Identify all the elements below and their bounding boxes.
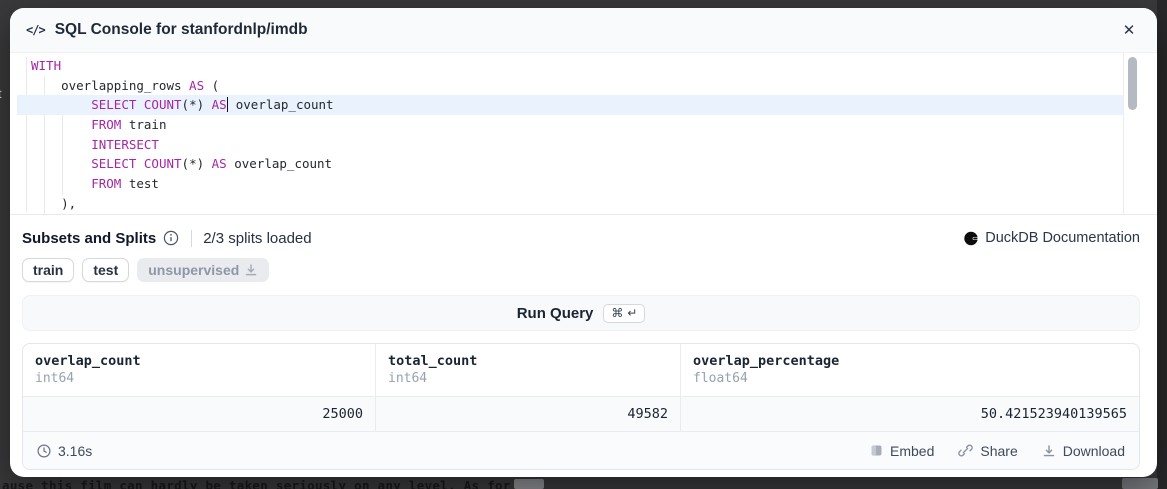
code-line[interactable]: ), [31, 195, 77, 211]
column-type: int64 [35, 371, 75, 386]
keyboard-shortcut-badge: ⌘ ↵ [603, 303, 646, 323]
editor-scrollbar-thumb[interactable] [1128, 57, 1137, 110]
download-button[interactable]: Download [1042, 443, 1125, 459]
code-icon: </> [26, 23, 46, 37]
embed-button[interactable]: Embed [870, 443, 934, 459]
run-query-button[interactable]: Run Query ⌘ ↵ [22, 295, 1140, 331]
results-footer: 3.16s Embed Share Download [23, 431, 1139, 469]
code-line[interactable]: overlapping_rows AS ( [31, 77, 220, 93]
subsets-row: Subsets and Splits 2/3 splits loaded Duc… [22, 226, 1140, 250]
page-scrollbar-area [1157, 0, 1167, 489]
split-tag-label: train [33, 262, 64, 278]
table-cell: 50.421523940139565 [980, 406, 1127, 422]
share-label: Share [980, 442, 1018, 459]
background-ui-fragment [1122, 478, 1158, 489]
split-tag-train[interactable]: train [22, 258, 75, 282]
table-cell: 49582 [376, 397, 681, 431]
duckdb-documentation-label: DuckDB Documentation [985, 230, 1140, 246]
info-icon[interactable] [163, 230, 179, 246]
code-line[interactable]: FROM train [91, 117, 167, 133]
run-query-label: Run Query [516, 304, 594, 322]
column-header-total_count: total_count int64 [376, 344, 681, 396]
text-cursor [226, 97, 229, 113]
code-line[interactable]: WITH [31, 58, 62, 73]
modal-header: </> SQL Console for stanfordnlp/imdb ✕ [10, 8, 1157, 53]
column-name: total_count [388, 353, 478, 369]
split-tag-label: test [93, 262, 119, 278]
split-tag-label: unsupervised [148, 262, 240, 278]
clock-icon [37, 443, 51, 458]
divider [191, 229, 193, 247]
column-header-overlap_percentage: overlap_percentage float64 [681, 344, 1139, 396]
background-review-text: ause this film can hardly be taken serio… [2, 478, 542, 489]
share-button[interactable]: Share [958, 442, 1018, 459]
column-type: float64 [693, 371, 748, 386]
download-icon [1043, 444, 1054, 456]
indent-guide [26, 57, 27, 212]
column-header-overlap_count: overlap_count int64 [23, 344, 376, 396]
code-line[interactable]: FROM test [91, 176, 159, 192]
code-line[interactable]: INTERSECT [91, 136, 159, 152]
download-icon [246, 264, 257, 276]
background-text-fragment: t [0, 86, 2, 101]
code-line[interactable]: SELECT COUNT(*) AS overlap_count [91, 156, 333, 172]
query-duration: 3.16s [37, 443, 92, 459]
modal-title: SQL Console for stanfordnlp/imdb [54, 21, 308, 38]
table-cell: 25000 [23, 397, 376, 431]
column-type: int64 [388, 371, 428, 386]
column-name: overlap_count [35, 353, 141, 369]
sql-console-modal: </> SQL Console for stanfordnlp/imdb ✕ W… [10, 8, 1157, 477]
splits-loaded-status: 2/3 splits loaded [203, 229, 312, 247]
embed-label: Embed [890, 442, 935, 459]
code-line[interactable]: SELECT COUNT(*) AS overlap_count [17, 95, 1124, 116]
query-duration-value: 3.16s [58, 442, 93, 459]
duckdb-documentation-link[interactable]: DuckDB Documentation [964, 230, 1140, 246]
subsets-heading: Subsets and Splits [22, 229, 157, 247]
code-lines: WITH overlapping_rows AS ( SELECT COUNT(… [17, 56, 1124, 214]
sql-editor[interactable]: WITH overlapping_rows AS ( SELECT COUNT(… [10, 53, 1157, 215]
indent-guide [44, 76, 45, 215]
duckdb-logo-icon [964, 231, 979, 245]
background-ui-fragment [514, 479, 544, 489]
embed-icon [871, 445, 882, 456]
link-icon [958, 444, 974, 457]
splits-tags-row: train test unsupervised [22, 258, 1140, 282]
indent-guide [62, 96, 63, 195]
download-label: Download [1062, 442, 1125, 459]
close-icon[interactable]: ✕ [1122, 22, 1136, 39]
column-name: overlap_percentage [693, 353, 840, 369]
scrollbar-track-border [1123, 53, 1124, 214]
split-tag-unsupervised[interactable]: unsupervised [137, 258, 270, 282]
split-tag-test[interactable]: test [82, 258, 130, 282]
footer-actions: Embed Share Download [870, 443, 1125, 459]
